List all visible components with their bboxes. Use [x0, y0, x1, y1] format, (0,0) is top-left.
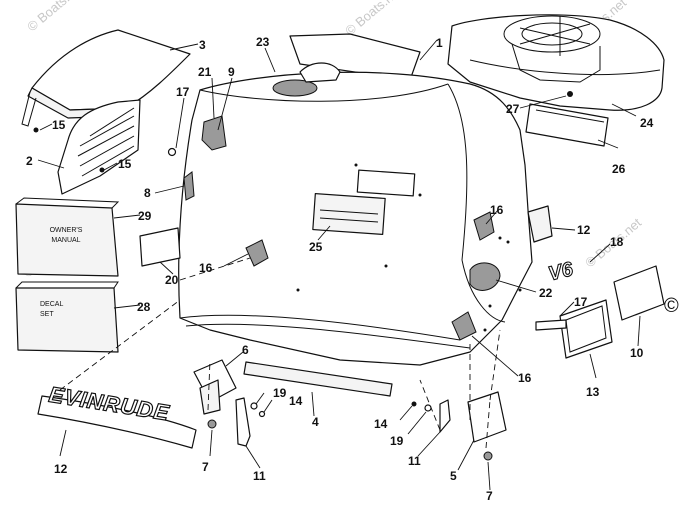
part-6-latch — [193, 359, 237, 429]
owners-manual-line1: OWNER'S — [50, 227, 83, 234]
part-22 — [469, 262, 501, 291]
callout-3: 3 — [199, 38, 206, 52]
callout-16c: 16 — [518, 371, 532, 385]
callout-26: 26 — [612, 162, 626, 176]
callout-16b: 16 — [490, 203, 504, 217]
part-19a — [250, 402, 258, 410]
phantom-lines — [59, 257, 501, 449]
v6-decal: V6 — [546, 258, 576, 285]
part-8 — [183, 171, 195, 201]
callout-16a: 16 — [199, 261, 213, 275]
part-7b — [483, 451, 493, 461]
callout-10: 10 — [630, 346, 644, 360]
part-17a — [167, 147, 177, 157]
callout-numbers: 1 2 3 4 5 6 7 7 8 9 10 11 11 12 12 13 14… — [26, 35, 654, 503]
callout-7a: 7 — [202, 460, 209, 474]
part-15b — [99, 167, 105, 173]
callout-2: 2 — [26, 154, 33, 168]
part-21 — [201, 115, 227, 151]
callout-29: 29 — [138, 209, 152, 223]
callout-6: 6 — [242, 343, 249, 357]
callout-19a: 19 — [273, 386, 287, 400]
part-16c — [451, 311, 477, 341]
part-14a — [258, 410, 266, 418]
callout-28: 28 — [137, 300, 151, 314]
callout-14a: 14 — [289, 394, 303, 408]
part-16b — [473, 211, 495, 241]
part-20 — [139, 227, 181, 267]
callout-13: 13 — [586, 385, 600, 399]
callout-8: 8 — [144, 186, 151, 200]
decal-set-line2: SET — [40, 311, 54, 318]
screw-27 — [567, 91, 573, 97]
part-25 — [312, 193, 386, 235]
callout-25: 25 — [309, 240, 323, 254]
part-26 — [525, 103, 609, 147]
callout-9: 9 — [228, 65, 235, 79]
part-10 — [613, 265, 665, 321]
part-15a — [33, 127, 39, 133]
part-4 — [243, 361, 393, 397]
part-11b — [439, 399, 451, 433]
callout-12a: 12 — [54, 462, 68, 476]
copyright-symbol: © — [664, 295, 679, 317]
callout-11a: 11 — [253, 469, 266, 483]
part-14b — [411, 401, 417, 407]
part-16a — [245, 239, 269, 267]
part-19b — [424, 404, 432, 412]
callout-20: 20 — [165, 273, 179, 287]
leader-lines — [37, 39, 641, 491]
owners-manual-line2: MANUAL — [51, 237, 80, 244]
callout-27: 27 — [506, 102, 520, 116]
part-12-bracket — [527, 205, 553, 243]
callout-22: 22 — [539, 286, 553, 300]
part-owners-manual: OWNER'S MANUAL — [15, 197, 120, 277]
part-5-latch — [467, 391, 507, 461]
callout-15b: 15 — [118, 157, 132, 171]
callout-21: 21 — [198, 65, 212, 79]
part-side-vent-grille — [57, 99, 141, 195]
part-evinrude-decal: EVINRUDE — [37, 381, 197, 449]
part-17b — [535, 319, 567, 331]
callout-4: 4 — [312, 415, 319, 429]
part-flywheel-cover — [447, 14, 665, 111]
callout-12b: 12 — [577, 223, 591, 237]
part-11a — [235, 397, 251, 447]
watermark: © Boats.net — [342, 0, 404, 38]
part-25-slots — [319, 209, 379, 223]
callout-14b: 14 — [374, 417, 388, 431]
callout-15a: 15 — [52, 118, 66, 132]
callout-17a: 17 — [176, 85, 190, 99]
part-7a — [207, 419, 217, 429]
callout-18: 18 — [610, 235, 624, 249]
callout-19b: 19 — [390, 434, 404, 448]
watermark: © Boats.net — [24, 0, 86, 34]
part-13 — [559, 299, 613, 359]
callout-11b: 11 — [408, 454, 421, 468]
callout-1: 1 — [436, 36, 443, 50]
callout-23: 23 — [256, 35, 270, 49]
callout-5: 5 — [450, 469, 457, 483]
decal-set-line1: DECAL — [40, 301, 63, 308]
callout-17b: 17 — [574, 295, 588, 309]
part-decal-set: DECAL SET — [15, 281, 119, 353]
callout-7b: 7 — [486, 489, 493, 503]
callout-24: 24 — [640, 116, 654, 130]
